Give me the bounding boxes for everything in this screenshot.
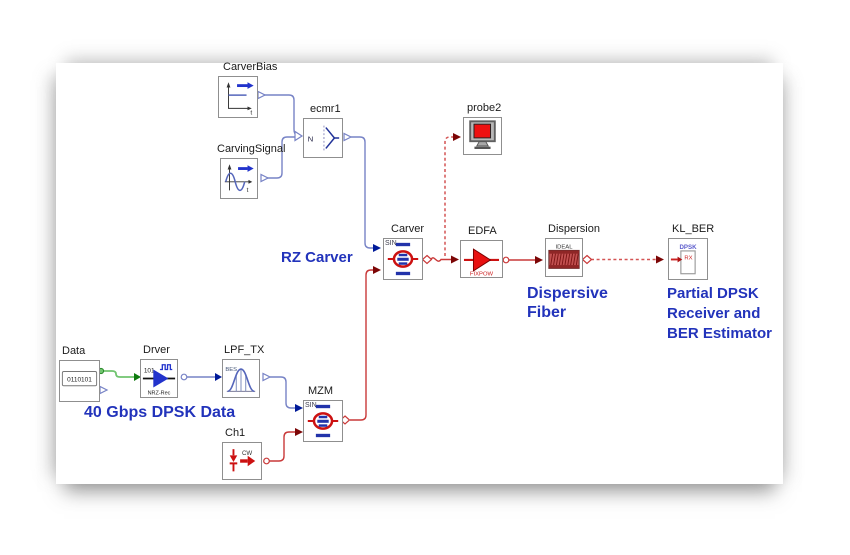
block-mzm[interactable]: MZM SIN: [303, 385, 343, 442]
bit-pattern-icon: 0110101: [61, 371, 98, 387]
block-label: probe2: [467, 102, 502, 114]
svg-text:NRZ-Rec: NRZ-Rec: [148, 391, 171, 397]
sine-source-icon: t: [224, 164, 254, 194]
mzm-mode-tag: SIN: [305, 402, 317, 409]
annotation-line: Receiver and: [667, 305, 761, 322]
dpsk-receiver-icon: DPSK RX: [670, 244, 697, 275]
block-label: MZM: [308, 385, 334, 397]
combiner-icon: N: [308, 125, 340, 151]
svg-text:t: t: [250, 110, 252, 117]
annotation-line: Fiber: [527, 304, 567, 321]
block-carver[interactable]: Carver SIN: [383, 223, 424, 280]
mzm-icon: [387, 242, 419, 276]
block-label: Dispersion: [548, 223, 600, 235]
block-drver[interactable]: Drver 101 NRZ-Rec: [140, 344, 178, 398]
svg-text:IDEAL: IDEAL: [556, 245, 574, 251]
svg-text:CW: CW: [242, 450, 252, 457]
annotation-line: Partial DPSK: [667, 285, 759, 302]
annotation-rz-carver[interactable]: RZ Carver: [281, 249, 353, 266]
block-label: LPF_TX: [224, 344, 265, 356]
svg-text:101: 101: [144, 367, 155, 374]
annotation-dpsk-receiver[interactable]: Partial DPSK Receiver and BER Estimator: [667, 284, 772, 344]
block-edfa[interactable]: EDFA FIXPOW: [460, 225, 503, 278]
block-label: Ch1: [225, 427, 246, 439]
driver-icon: 101 NRZ-Rec: [142, 364, 176, 397]
amplifier-icon: FIXPOW: [463, 248, 500, 277]
svg-text:FIXPOW: FIXPOW: [470, 272, 494, 277]
annotation-line: Dispersive: [527, 285, 608, 302]
block-dispersion[interactable]: Dispersion IDEAL: [545, 223, 600, 277]
block-klber[interactable]: KL_BER DPSK RX: [668, 223, 714, 280]
block-label: EDFA: [468, 225, 497, 237]
cw-laser-icon: CW: [229, 449, 256, 472]
block-label: CarverBias: [223, 61, 278, 73]
block-label: Data: [62, 345, 86, 357]
svg-text:RX: RX: [684, 255, 692, 261]
svg-text:BES: BES: [225, 367, 237, 373]
svg-text:DPSK: DPSK: [679, 244, 697, 251]
monitor-icon: [469, 120, 496, 150]
step-source-icon: t: [226, 82, 254, 117]
annotation-dispersive-fiber[interactable]: Dispersive Fiber: [527, 284, 608, 322]
block-carverbias[interactable]: CarverBias t: [218, 61, 277, 118]
block-ecmr1[interactable]: ecmr1 N: [303, 103, 343, 158]
block-label: CarvingSignal: [217, 143, 286, 155]
block-ch1[interactable]: Ch1 CW: [222, 427, 262, 480]
svg-text:t: t: [247, 187, 249, 194]
block-label: ecmr1: [310, 103, 341, 115]
fiber-coil-icon: IDEAL: [548, 245, 580, 269]
block-label: Drver: [143, 344, 170, 356]
block-data[interactable]: Data 0110101: [59, 345, 100, 402]
svg-text:N: N: [308, 134, 313, 143]
annotation-dpsk-data[interactable]: 40 Gbps DPSK Data: [84, 404, 236, 421]
block-lpftx[interactable]: LPF_TX BES: [222, 344, 264, 398]
block-carvingsignal[interactable]: CarvingSignal t: [217, 143, 285, 199]
block-probe2[interactable]: probe2: [463, 102, 502, 155]
bessel-filter-icon: BES: [225, 367, 256, 393]
mzm-icon: [307, 404, 339, 438]
block-label: Carver: [391, 223, 425, 235]
svg-text:0110101: 0110101: [67, 376, 92, 383]
annotation-line: BER Estimator: [667, 325, 773, 342]
block-label: KL_BER: [672, 223, 715, 235]
carver-mode-tag: SIN: [385, 240, 397, 247]
